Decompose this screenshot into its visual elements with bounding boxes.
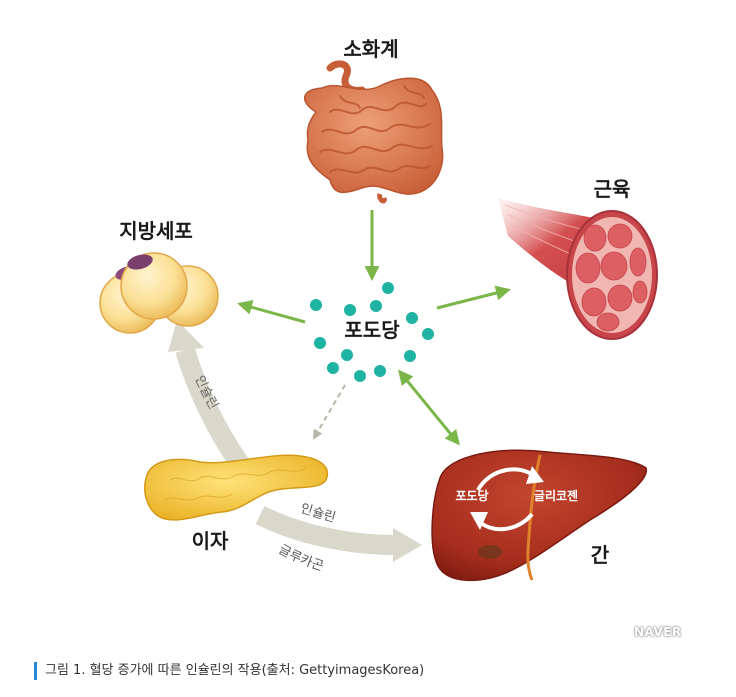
glucose-dot bbox=[406, 312, 418, 324]
label-glucose: 포도당 bbox=[344, 318, 400, 342]
glucose-molecules bbox=[310, 282, 434, 382]
glucose-dot bbox=[374, 365, 386, 377]
arrow-head-fat bbox=[168, 320, 204, 352]
glucose-dot bbox=[370, 300, 382, 312]
arrow-glucose-to-fat bbox=[237, 299, 306, 324]
liver-cycle-glucose: 포도당 bbox=[455, 488, 488, 503]
arrow-head-liver bbox=[393, 528, 422, 562]
liver-illustration bbox=[431, 449, 647, 582]
label-glucagon: 글루카곤 bbox=[276, 542, 325, 574]
glucose-dot bbox=[382, 282, 394, 294]
arrow-glucose-to-pancreas-dashed bbox=[312, 384, 346, 440]
label-liver: 간 bbox=[591, 543, 610, 567]
label-digestive-system: 소화계 bbox=[343, 37, 398, 61]
green-arrows bbox=[237, 210, 511, 446]
arrow-pancreas-to-fat bbox=[175, 347, 256, 482]
glucose-dot bbox=[327, 362, 339, 374]
label-fat-cell: 지방세포 bbox=[119, 219, 193, 243]
arrow-glucose-liver bbox=[398, 369, 460, 446]
arrow-glucose-to-muscle bbox=[436, 285, 511, 310]
pancreas-illustration bbox=[144, 454, 329, 521]
glucose-dot bbox=[310, 299, 322, 311]
fat-cell-illustration bbox=[99, 252, 219, 334]
big-arrows bbox=[168, 320, 422, 562]
label-pancreas: 이자 bbox=[192, 529, 229, 553]
muscle-illustration bbox=[498, 198, 658, 340]
intestine-illustration bbox=[304, 60, 444, 204]
glucose-dot bbox=[422, 328, 434, 340]
liver-cycle-glycogen: 글리코젠 bbox=[534, 488, 578, 503]
glucose-dot bbox=[344, 304, 356, 316]
glucose-dot bbox=[314, 337, 326, 349]
glucose-dot bbox=[341, 349, 353, 361]
glucose-dot bbox=[354, 370, 366, 382]
naver-watermark: NAVER bbox=[634, 625, 682, 639]
label-muscle: 근육 bbox=[594, 177, 631, 201]
glucose-dot bbox=[404, 350, 416, 362]
arrow-pancreas-to-liver bbox=[255, 506, 396, 555]
figure-caption: 그림 1. 혈당 증가에 따른 인슐린의 작용(출처: GettyimagesK… bbox=[34, 662, 424, 680]
